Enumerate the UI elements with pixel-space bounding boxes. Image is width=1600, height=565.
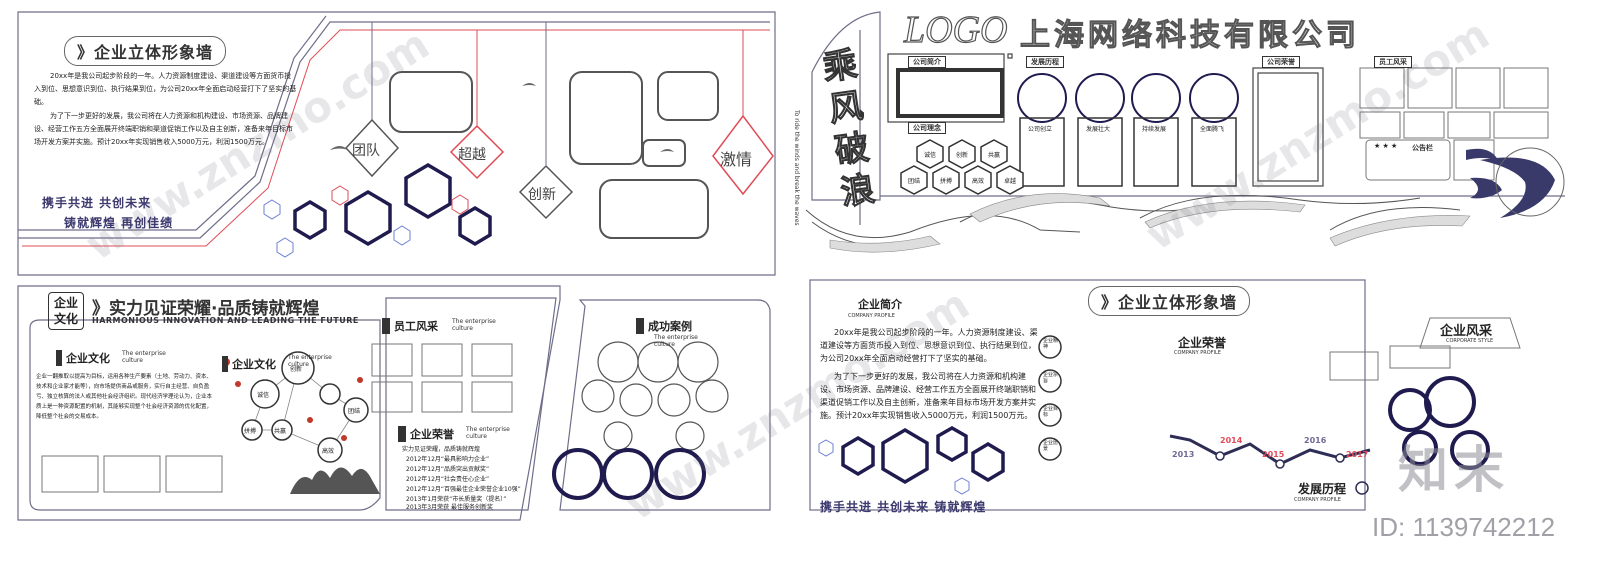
panel1-title: 》企业立体形象墙: [64, 36, 227, 66]
pillar-label: 企业愿景: [1043, 440, 1059, 452]
section-history: 发展历程: [1026, 56, 1064, 68]
history-en: COMPANY PROFILE: [1294, 497, 1341, 503]
culture-en: The enterprise culture: [122, 350, 166, 364]
panel1-intro-1: 20xx年是我公司起步阶段的一年。人力资源制度建设、渠道建设等方面货币投入到位、…: [34, 72, 297, 106]
milestone-label: 持续发展: [1142, 126, 1167, 133]
concept-item: 卓越: [1004, 178, 1017, 185]
company-name: 上海网络科技有限公司: [1020, 18, 1360, 54]
milestone-label: 全面腾飞: [1200, 126, 1225, 133]
network-node: 创新: [290, 366, 303, 373]
logo-text: LOGO: [903, 8, 1008, 51]
honor-line: 2012年12月“百强最佳企业荣誉企业10强”: [406, 486, 521, 493]
profile-en: COMPANY PROFILE: [848, 313, 895, 319]
watermark-id: ID: 1139742212: [1372, 512, 1556, 542]
concept-item: 共赢: [988, 152, 1001, 159]
panel1-slogan-2: 铸就辉煌 再创佳绩: [64, 216, 174, 230]
honor-line: 2013年1月荣获“市长质量奖（提名）”: [406, 496, 507, 503]
honor-title: 企业荣誉: [398, 426, 454, 442]
history-title: 发展历程: [1298, 482, 1347, 496]
watermark-brand: 知末: [1398, 441, 1510, 499]
pillar-label: 企业宗旨: [1043, 372, 1059, 384]
section-staff: 员工风采: [1374, 56, 1412, 68]
cases-en: The enterprise culture: [654, 334, 698, 348]
timeline-year: 2014: [1220, 436, 1243, 445]
staff-title: 员工风采: [382, 318, 438, 334]
honor-en-4: COMPANY PROFILE: [1174, 350, 1221, 356]
honor-line: 2012年12月“最具影响力企业”: [406, 456, 490, 463]
value-passion: 激情: [720, 150, 753, 169]
honor-line: 2013年3月荣获 最佳服务创新奖: [406, 504, 493, 511]
concept-item: 诚信: [924, 152, 937, 159]
timeline-year: 2013: [1172, 450, 1195, 459]
honor-en: The enterprise culture: [466, 426, 510, 440]
concept-item: 创新: [956, 152, 969, 159]
culture2-en: The enterprise culture: [288, 354, 332, 368]
concept-item: 拼搏: [940, 178, 953, 185]
honor-line: 2012年12月“社会责任心企业”: [406, 476, 490, 483]
value-innovation: 创新: [528, 187, 556, 203]
concept-item: 高效: [972, 178, 985, 185]
network-node: 高效: [322, 448, 335, 455]
milestone-label: 发展壮大: [1086, 126, 1111, 133]
culture-badge: 企业文化: [48, 292, 84, 330]
panel1-intro-2: 为了下一步更好的发展，我公司将在人力资源和机构建设、市场资源、品牌建设、经营工作…: [34, 112, 293, 146]
culture2-title: 企业文化: [222, 356, 276, 372]
style-en: CORPORATE STYLE: [1446, 338, 1494, 344]
panel4-slogan: 携手共进 共创未来 铸就辉煌: [820, 500, 987, 514]
pillar-label: 企业精神: [1043, 338, 1059, 350]
honor-title-4: 企业荣誉: [1178, 336, 1227, 350]
concept-item: 团结: [908, 178, 921, 185]
panel4-title: 》企业立体形象墙: [1088, 286, 1251, 316]
milestone-label: 公司创立: [1028, 126, 1053, 133]
network-node: 诚信: [257, 392, 270, 399]
timeline-year: 2015: [1262, 450, 1285, 459]
timeline-year: 2016: [1304, 436, 1327, 445]
panel3-title: 》实力见证荣耀·品质铸就辉煌: [92, 299, 320, 319]
pillar-label: 企业目标: [1043, 406, 1059, 418]
honor-line: 实力见证荣耀，品质铸就辉煌: [402, 446, 481, 453]
panel4-p2: 为了下一步更好的发展，我公司将在人力资源和机构建设、市场资源、品牌建设、经营工作…: [820, 372, 1036, 420]
network-node: 拼搏: [244, 428, 257, 435]
section-concept: 公司理念: [908, 122, 946, 134]
section-profile: 公司简介: [908, 56, 946, 68]
staff-en: The enterprise culture: [452, 318, 496, 332]
culture-title: 企业文化: [56, 350, 110, 366]
network-node: 团结: [348, 408, 361, 415]
vertical-en: To ride the winds and break the waves: [793, 110, 800, 226]
honor-line: 2012年12月“品质突出贡献奖”: [406, 466, 490, 473]
profile-title: 企业简介: [858, 298, 902, 311]
culture-text: 企业一翻推取以提高为目标，运用各种生产要素（土地、劳动力、资本、技术和企业家才能…: [36, 374, 213, 420]
panel1-slogan-1: 携手共进 共创未来: [42, 196, 152, 210]
value-surpass: 超越: [458, 147, 486, 163]
style-title: 企业风采: [1440, 324, 1493, 339]
panel3-subtitle: HARMONIOUS INNOVATION AND LEADING THE FU…: [92, 316, 359, 325]
value-team: 团队: [352, 143, 380, 159]
section-bulletin: 公告栏: [1412, 144, 1433, 152]
section-honor: 公司荣誉: [1262, 56, 1300, 68]
timeline-year: 2017: [1346, 450, 1369, 459]
panel4-p1: 20xx年是我公司起步阶段的一年。人力资源制度建设、渠道建设等方面货币投入到位、…: [820, 328, 1038, 363]
network-node: 共赢: [274, 428, 287, 435]
cases-title: 成功案例: [636, 318, 692, 334]
bulletin-stars: ★ ★ ★: [1374, 142, 1398, 150]
